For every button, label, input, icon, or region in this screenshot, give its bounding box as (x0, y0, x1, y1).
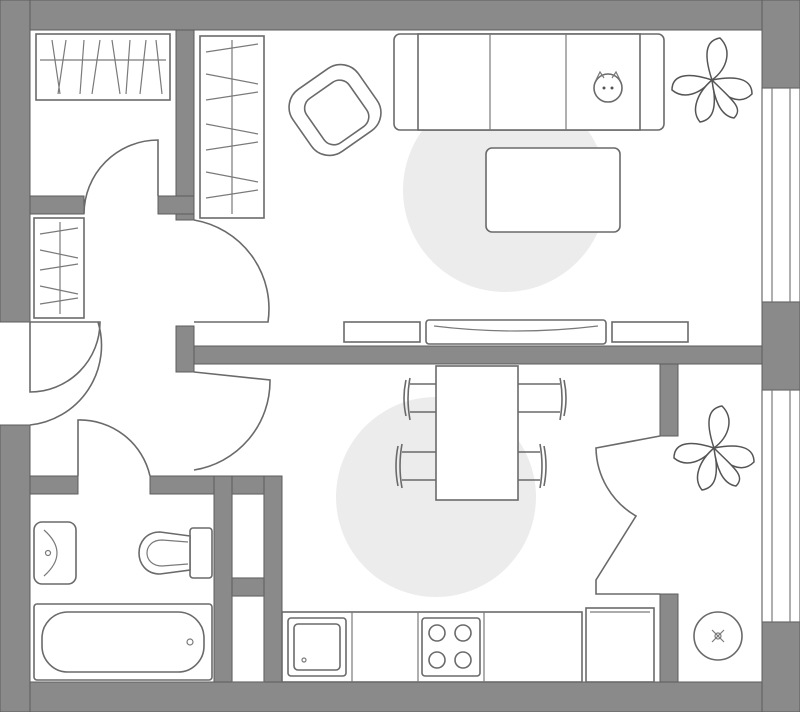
wardrobe-door (83, 139, 159, 215)
bathtub-icon (33, 603, 213, 681)
wall-bottom (0, 681, 800, 712)
kitchen-sink-icon (287, 617, 347, 677)
wall-top (0, 0, 800, 31)
round-table-icon (693, 611, 743, 661)
chair-icon (518, 377, 567, 421)
chair-icon (395, 443, 436, 489)
tv-console-icon (343, 319, 689, 345)
living-room-door (193, 219, 270, 323)
coffee-table-icon (485, 147, 621, 233)
kitchen-door (193, 371, 271, 471)
armchair-icon (288, 63, 382, 157)
plant-icon (671, 37, 753, 123)
toilet-icon (138, 527, 213, 579)
bathroom-door (77, 419, 151, 477)
wall-balcony-bottom (659, 593, 679, 683)
fridge (585, 607, 655, 683)
wall-left-bottom (0, 424, 31, 712)
wall-wardrobe-right (175, 29, 195, 221)
wall-bath-top-left (29, 475, 79, 495)
wall-left-top (0, 0, 31, 323)
wall-right-mid (761, 301, 800, 391)
chair-icon (518, 443, 547, 489)
balcony-door (595, 435, 661, 595)
entrance-door (29, 321, 101, 393)
wall-right-bottom (761, 621, 800, 712)
wall-bath-right (213, 475, 233, 683)
chair-icon (403, 377, 436, 421)
wall-living-kitchen (175, 345, 763, 365)
plant-icon (673, 405, 755, 491)
wall-kitchen-left (263, 475, 283, 683)
utility-shaft (231, 493, 265, 683)
window-living (761, 87, 800, 303)
dining-table-icon (435, 365, 519, 501)
sofa-icon (393, 33, 665, 131)
doors (29, 139, 661, 595)
shelf-icon (33, 217, 85, 319)
stove-icon (421, 617, 481, 677)
wardrobe-top (35, 33, 171, 101)
wall-shaft-mid (231, 577, 265, 597)
wall-wardrobe-bottom-right (157, 195, 195, 215)
wall-hall-post (175, 325, 195, 373)
wall-wardrobe-bottom-left (29, 195, 85, 215)
windows (761, 87, 800, 623)
wall-balcony-top (659, 363, 679, 437)
wall-right-top (761, 0, 800, 89)
window-balcony (761, 389, 800, 623)
entrance-door-lower (29, 321, 103, 426)
living-room-shelf (199, 35, 265, 219)
cat-icon (593, 70, 623, 103)
wardrobe-side (33, 217, 85, 319)
sink-icon (33, 521, 77, 585)
